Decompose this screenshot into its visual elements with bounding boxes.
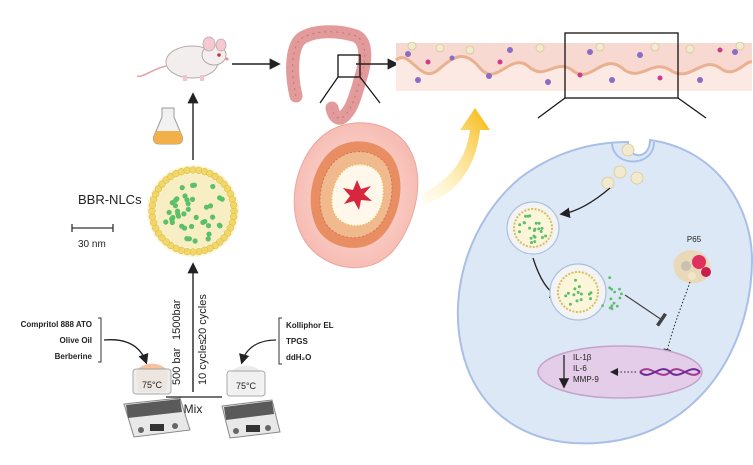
p65-label: P65 bbox=[687, 235, 702, 244]
cytokine-il1b: IL-1β bbox=[573, 353, 592, 362]
cytokine-list: IL-1β IL-6 MMP-9 bbox=[573, 353, 599, 384]
scale-label: 30 nm bbox=[78, 239, 106, 250]
ingredients-left: Compritol 888 ATO Olive Oil Berberine bbox=[21, 320, 93, 361]
ingredient-kolliphor: Kolliphor EL bbox=[286, 321, 334, 330]
cycles-10-label: 10 cycles bbox=[197, 339, 209, 385]
bbr-nlcs-label: BBR-NLCs bbox=[78, 192, 142, 207]
mouse-icon bbox=[136, 36, 229, 81]
nucleus-icon bbox=[537, 345, 703, 399]
cytokine-il6: IL-6 bbox=[573, 364, 587, 373]
inflamed-tissue-icon bbox=[293, 122, 419, 269]
intestinal-wall-strip bbox=[395, 32, 753, 99]
mix-label: Mix bbox=[184, 402, 203, 416]
endosome-1-icon bbox=[506, 201, 560, 255]
nanoparticle-icon bbox=[147, 165, 239, 257]
flask-icon bbox=[152, 107, 184, 145]
p65-protein-icon bbox=[673, 249, 711, 284]
colon-icon bbox=[286, 25, 372, 125]
pressure-500-label: 500 bar bbox=[171, 347, 183, 385]
transport-arrow bbox=[420, 108, 490, 204]
temp-left-label: 75°C bbox=[142, 380, 163, 390]
hotplate-right-icon bbox=[221, 365, 281, 439]
endocytosis-pocket bbox=[601, 141, 655, 190]
ingredients-right: Kolliphor EL TPGS ddH₂O bbox=[286, 321, 334, 362]
hotplate-left-icon bbox=[123, 363, 191, 438]
temp-right-label: 75°C bbox=[236, 381, 257, 391]
ingredient-water: ddH₂O bbox=[286, 353, 311, 362]
ingredient-compritol: Compritol 888 ATO bbox=[21, 320, 92, 329]
dna-icon bbox=[639, 368, 701, 376]
cytokine-mmp9: MMP-9 bbox=[573, 375, 599, 384]
pressure-1500-label: 1500bar bbox=[171, 299, 183, 340]
ingredient-tpgs: TPGS bbox=[286, 337, 308, 346]
ingredient-olive-oil: Olive Oil bbox=[60, 336, 92, 345]
scale-bar bbox=[71, 224, 114, 232]
endosome-2-icon bbox=[549, 263, 623, 321]
ingredient-berberine: Berberine bbox=[55, 352, 93, 361]
cycles-20-label: 20 cycles bbox=[197, 294, 209, 340]
